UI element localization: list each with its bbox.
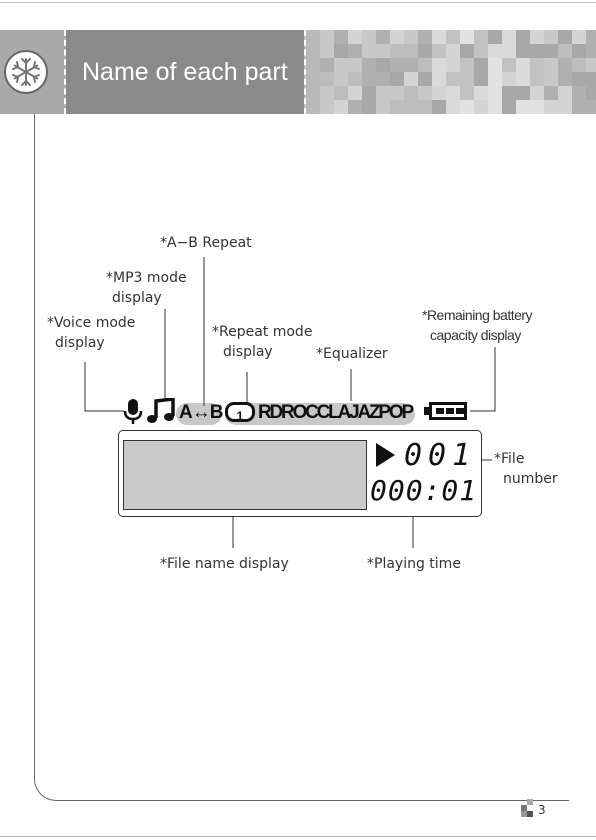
music-note-icon — [146, 398, 176, 426]
file-name-display-area — [123, 440, 367, 510]
page-number: 3 — [538, 803, 546, 817]
playing-time-display: 000:01 — [370, 474, 477, 507]
repeat-mode-digit: 1 — [237, 409, 244, 423]
equalizer-indicator: RDROCCLAJAZPOP — [258, 402, 412, 424]
repeat-mode-icon: 1 — [225, 402, 255, 422]
bottom-rule — [0, 836, 596, 837]
play-icon — [374, 442, 396, 468]
battery-icon — [429, 402, 467, 420]
ab-repeat-indicator: A↔B — [179, 402, 222, 424]
file-number-display: 001 — [404, 438, 476, 473]
microphone-icon — [123, 398, 143, 426]
